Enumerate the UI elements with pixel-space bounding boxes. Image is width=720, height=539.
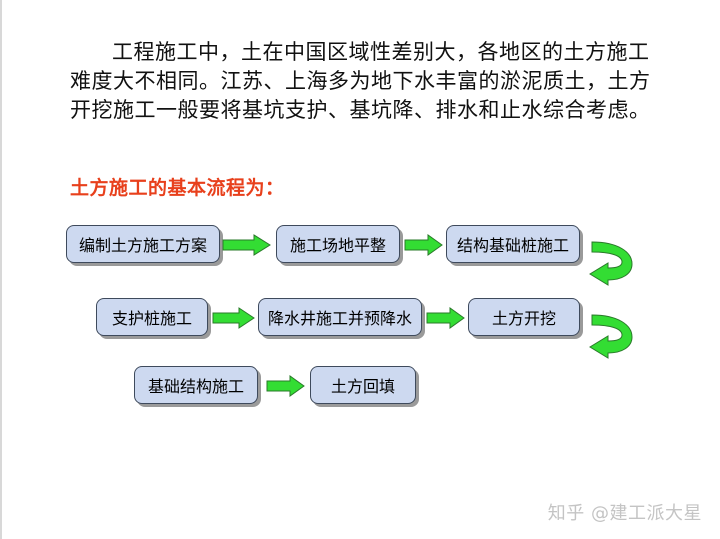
flow-node-7: 基础结构施工 [134,366,258,404]
flow-node-5: 降水井施工并预降水 [258,298,422,336]
right-arrow-icon [212,307,255,329]
flow-heading: 土方施工的基本流程为： [70,177,285,199]
left-page-border [0,0,2,539]
watermark: 知乎 @建工派大星 [547,503,702,524]
u-turn-arrow-icon [589,314,633,359]
flow-node-8: 土方回填 [310,366,416,404]
right-arrow-icon [266,375,305,397]
flow-node-2: 施工场地平整 [276,225,400,263]
right-arrow-icon [222,234,271,256]
flow-node-4: 支护桩施工 [96,298,208,336]
right-arrow-icon [426,307,465,329]
flow-node-1: 编制土方施工方案 [66,225,220,263]
intro-paragraph: 工程施工中，土在中国区域性差别大，各地区的土方施工难度大不相同。江苏、上海多为地… [70,40,651,122]
right-arrow-icon [404,234,443,256]
u-turn-arrow-icon [589,241,633,286]
flow-node-3: 结构基础桩施工 [446,225,580,263]
flow-node-6: 土方开挖 [468,298,580,336]
